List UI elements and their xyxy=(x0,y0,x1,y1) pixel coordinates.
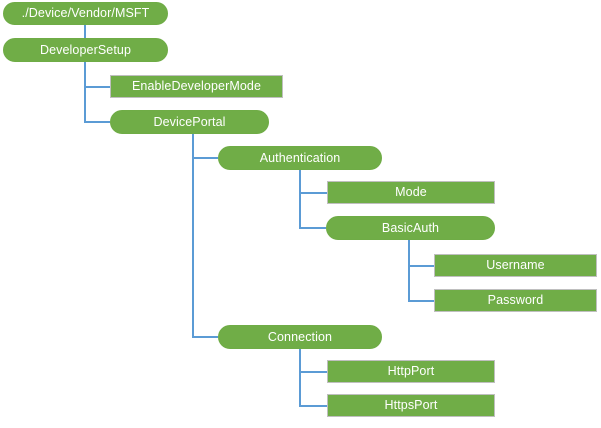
node-mode[interactable]: Mode xyxy=(327,181,495,204)
edge-connection-to-httpsport xyxy=(299,349,327,407)
edge-deviceportal-to-connection xyxy=(192,134,218,338)
node-authentication[interactable]: Authentication xyxy=(218,146,382,170)
edge-authentication-to-basicauth xyxy=(299,170,326,229)
node-connection[interactable]: Connection xyxy=(218,325,382,349)
node-enabledevelopermode[interactable]: EnableDeveloperMode xyxy=(110,75,283,98)
node-password[interactable]: Password xyxy=(434,289,597,312)
edge-basicauth-to-password xyxy=(408,240,434,302)
node-developersetup[interactable]: DeveloperSetup xyxy=(3,38,168,62)
edge-connection-to-httpport xyxy=(299,349,327,373)
edge-deviceportal-to-authentication xyxy=(192,134,218,159)
edge-authentication-to-mode xyxy=(299,170,327,194)
node-deviceportal[interactable]: DevicePortal xyxy=(110,110,269,134)
edge-developersetup-to-enabledevelopermode xyxy=(84,62,110,88)
node-username[interactable]: Username xyxy=(434,254,597,277)
node-httpport[interactable]: HttpPort xyxy=(327,360,495,383)
edge-basicauth-to-username xyxy=(408,240,434,267)
edge-developersetup-to-deviceportal xyxy=(84,62,110,123)
node-basicauth[interactable]: BasicAuth xyxy=(326,216,495,240)
node-root[interactable]: ./Device/Vendor/MSFT xyxy=(3,2,168,25)
node-httpsport[interactable]: HttpsPort xyxy=(327,394,495,417)
